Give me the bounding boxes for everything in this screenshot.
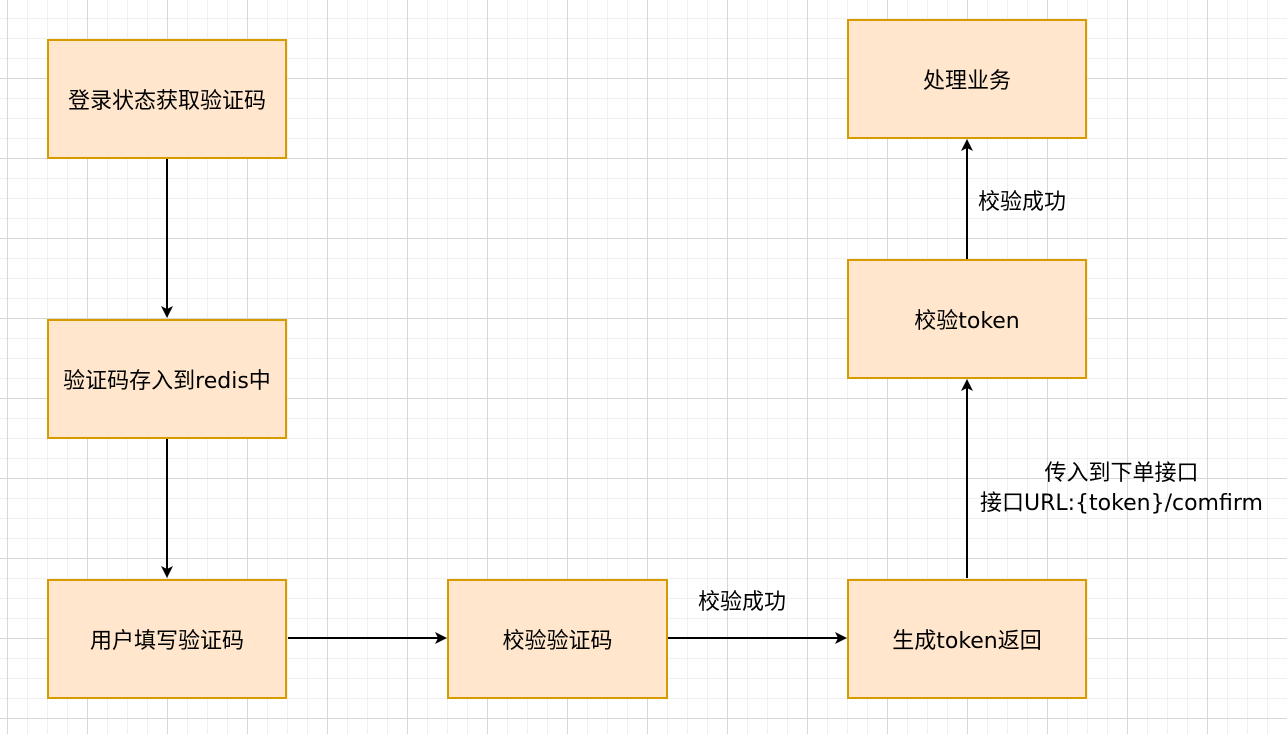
node-verify-code[interactable]: 校验验证码: [447, 579, 668, 699]
edge-label-pass-to-order-line2: 接口URL:{token}/comfirm: [980, 491, 1263, 516]
node-verify-token[interactable]: 校验token: [847, 259, 1087, 379]
edge-label-pass-to-order-line1: 传入到下单接口: [1044, 461, 1199, 486]
edge-label-pass-to-order: 传入到下单接口 接口URL:{token}/comfirm: [980, 459, 1263, 519]
node-user-fill-code[interactable]: 用户填写验证码: [47, 579, 287, 699]
edge-label-verify-success-bottom: 校验成功: [698, 590, 787, 615]
node-login-get-code[interactable]: 登录状态获取验证码: [47, 39, 287, 159]
edge-label-verify-success-top: 校验成功: [978, 190, 1067, 215]
node-handle-business[interactable]: 处理业务: [847, 19, 1087, 139]
node-gen-token[interactable]: 生成token返回: [847, 579, 1087, 699]
node-code-to-redis[interactable]: 验证码存入到redis中: [47, 319, 287, 439]
